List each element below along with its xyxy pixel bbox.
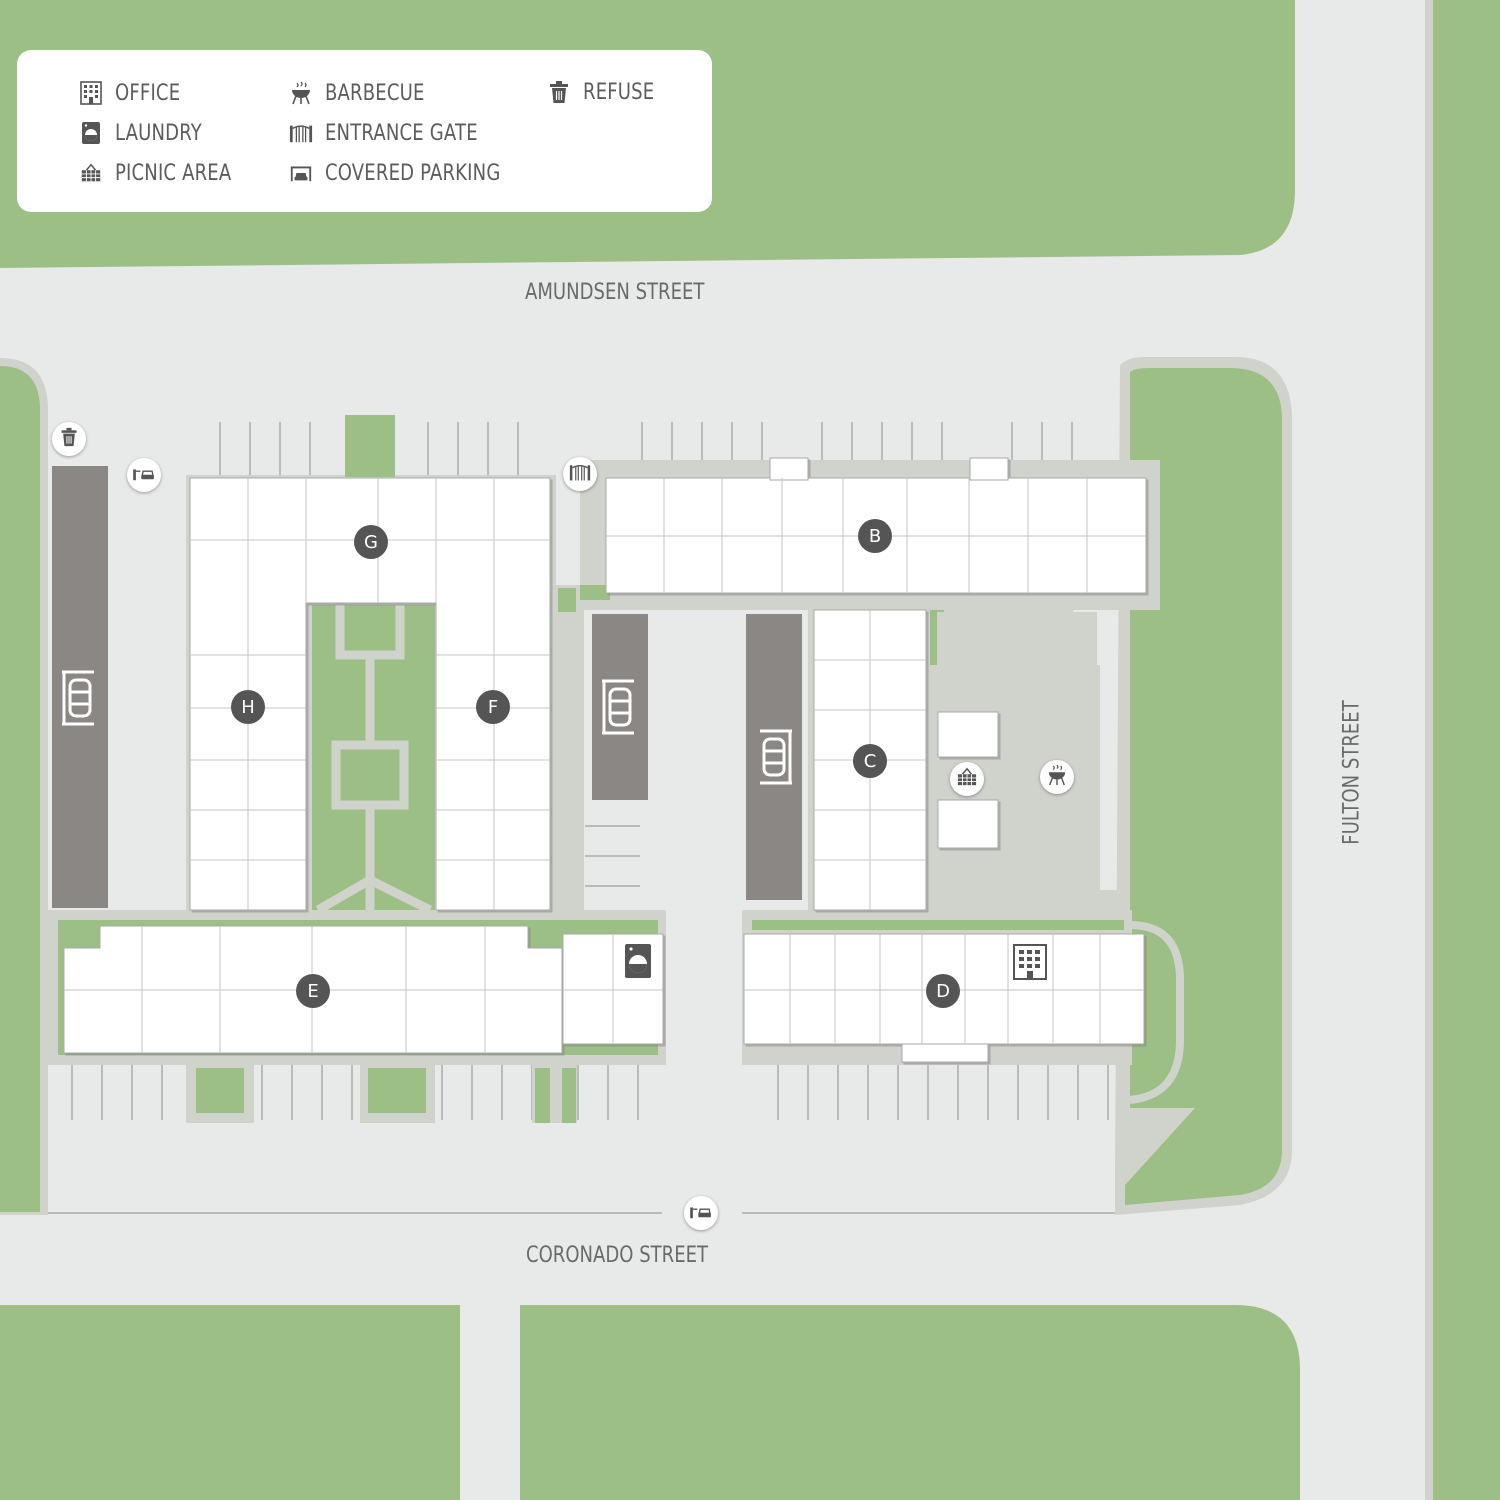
laundry-map-icon	[625, 944, 651, 978]
legend-item-refuse: REFUSE	[547, 77, 670, 107]
refuse-marker[interactable]	[52, 422, 86, 456]
covered-parking-structures	[52, 466, 802, 908]
legend-item-picnic: PICNIC AREA	[79, 158, 257, 188]
street-label-fulton: FULTON STREET	[1339, 700, 1365, 845]
gate-icon	[569, 462, 591, 487]
street-label-coronado: CORONADO STREET	[526, 1243, 709, 1268]
legend-label-gate: ENTRANCE GATE	[325, 120, 478, 146]
legend-label-refuse: REFUSE	[583, 79, 655, 105]
ne-parking-pad	[937, 612, 1097, 910]
legend-label-laundry: LAUNDRY	[115, 120, 202, 146]
office-icon	[79, 81, 103, 105]
barbecue-marker[interactable]	[1040, 760, 1074, 794]
fulton-curb	[1425, 0, 1433, 1500]
legend-item-laundry: LAUNDRY	[79, 118, 221, 148]
covered-parking-icons	[62, 670, 792, 785]
entrance-gate-marker[interactable]	[563, 457, 597, 491]
picnic-marker[interactable]	[950, 762, 984, 796]
building-grid	[64, 478, 1146, 1053]
building-label-e: E	[296, 974, 330, 1008]
gate-icon	[289, 121, 313, 145]
parking-icon	[289, 161, 313, 185]
gate-marker-northwest[interactable]	[127, 458, 161, 492]
office-map-icon	[1013, 944, 1047, 980]
building-d-curb-loop	[1129, 921, 1184, 1104]
refuse-icon	[60, 427, 78, 452]
barbecue-icon	[1047, 764, 1067, 791]
legend-item-parking: COVERED PARKING	[289, 158, 539, 188]
legend-label-parking: COVERED PARKING	[325, 160, 501, 186]
barbecue-icon	[289, 81, 313, 105]
legend-label-barbecue: BARBECUE	[325, 80, 425, 106]
gate-car-icon	[132, 464, 156, 487]
laundry-icon	[79, 121, 103, 145]
building-label-f: F	[476, 690, 510, 724]
building-label-b: B	[858, 519, 892, 553]
legend-item-gate: ENTRANCE GATE	[289, 118, 511, 148]
legend-label-picnic: PICNIC AREA	[115, 160, 232, 186]
gate-car-icon	[689, 1202, 713, 1225]
picnic-icon	[79, 161, 103, 185]
building-label-g: G	[354, 525, 388, 559]
picnic-icon	[955, 767, 979, 792]
building-label-c: C	[853, 744, 887, 778]
legend-label-office: OFFICE	[115, 80, 181, 106]
gate-marker-south[interactable]	[684, 1196, 718, 1230]
building-label-d: D	[926, 974, 960, 1008]
refuse-icon	[547, 80, 571, 104]
legend-item-barbecue: BARBECUE	[289, 78, 446, 108]
courtyard-paths	[315, 605, 433, 915]
map-legend: OFFICE LAUNDRY PICNIC AREA BARBECUE ENTR…	[17, 50, 712, 212]
building-label-h: H	[231, 690, 265, 724]
street-label-amundsen: AMUNDSEN STREET	[525, 280, 705, 305]
legend-item-office: OFFICE	[79, 78, 195, 108]
